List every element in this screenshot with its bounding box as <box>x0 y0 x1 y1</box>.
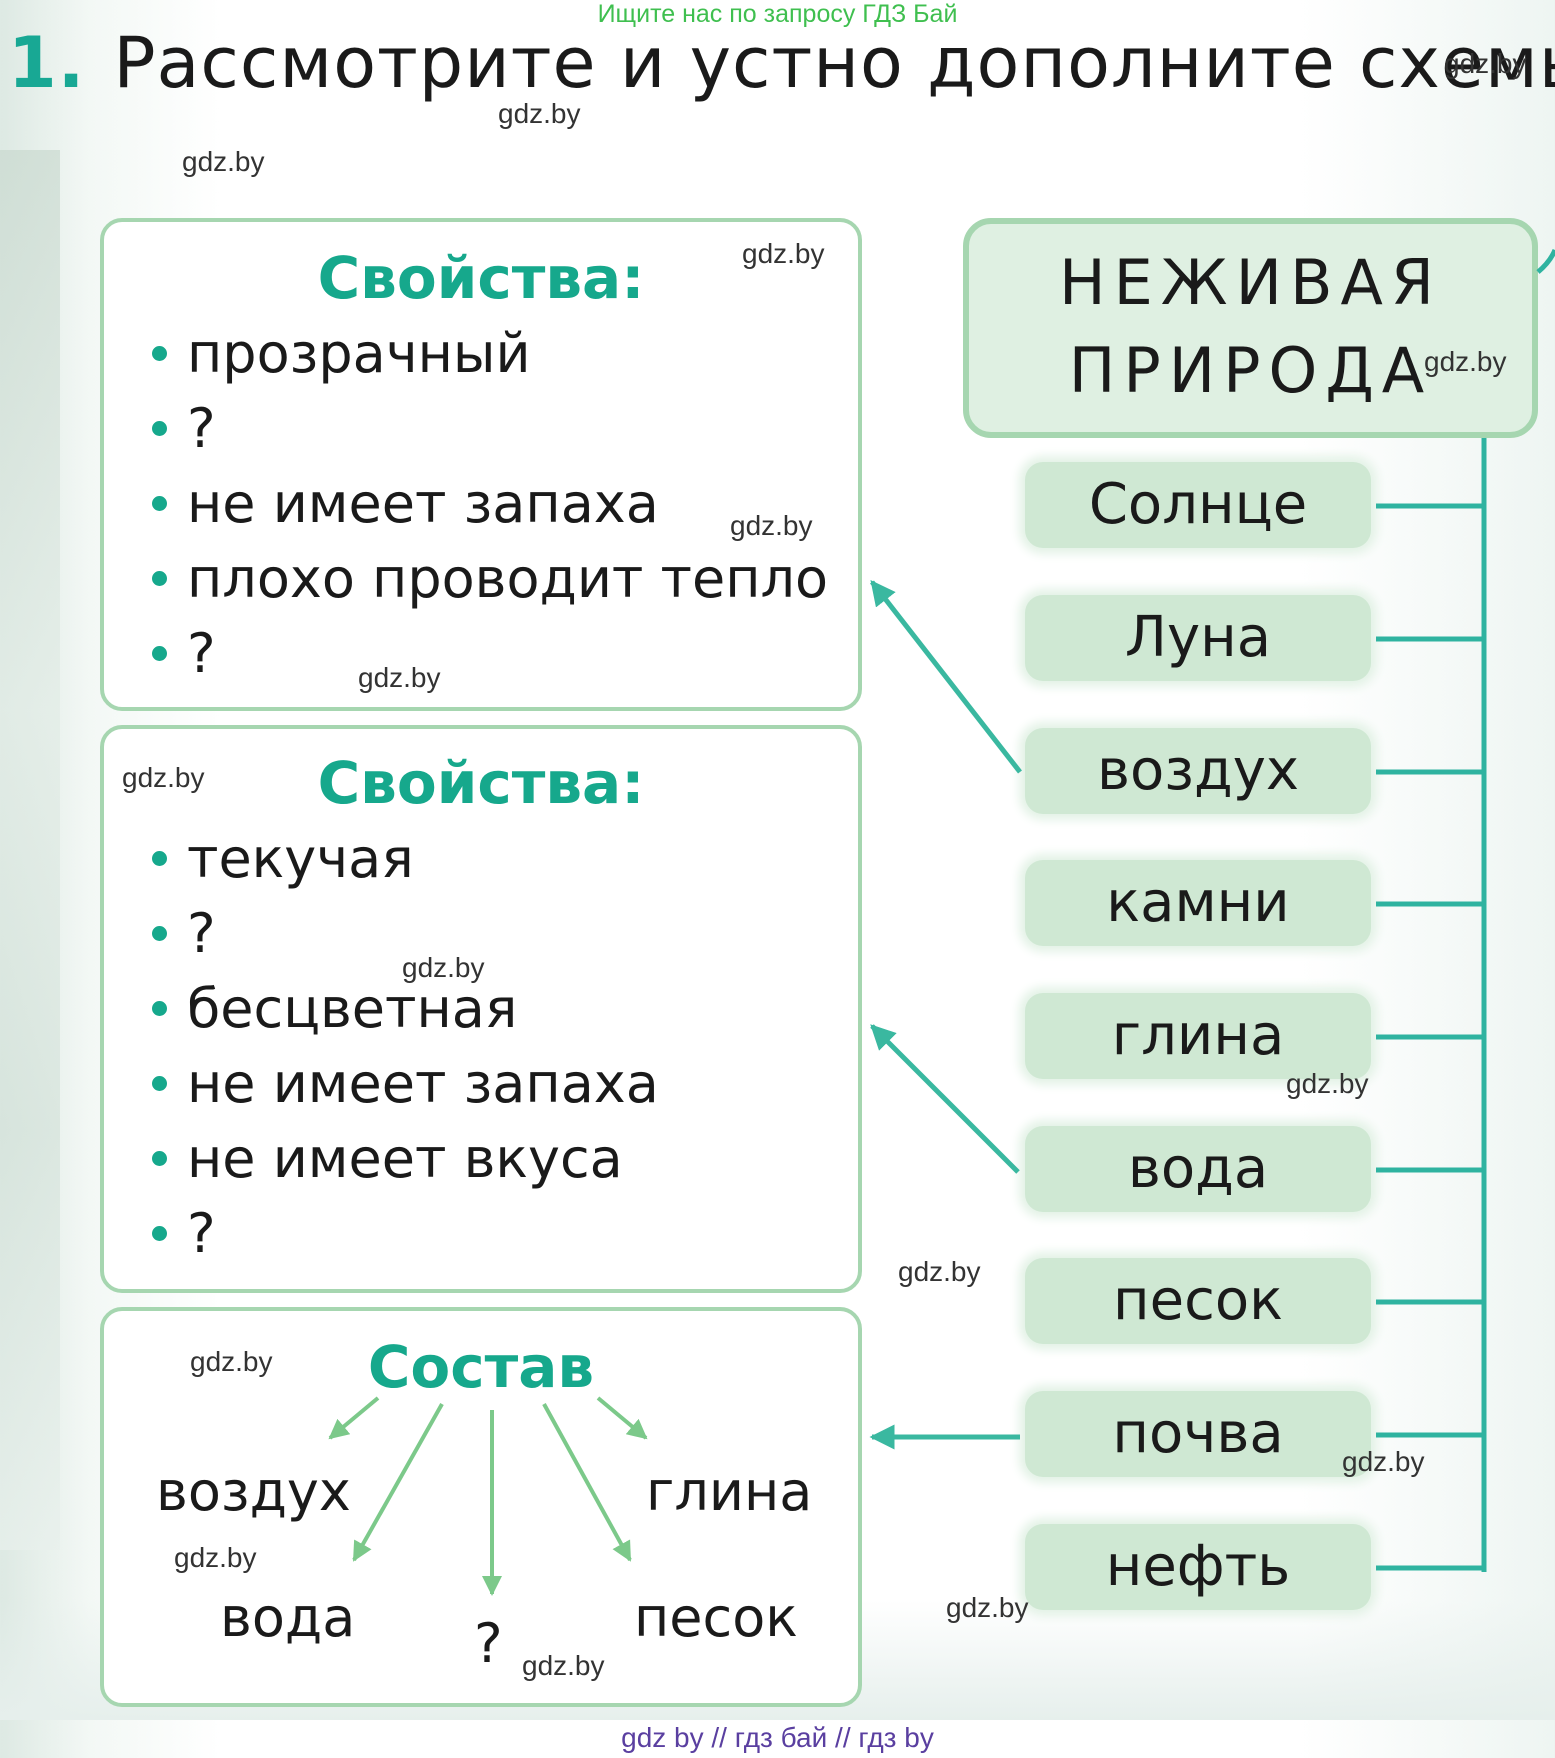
property-text: не имеет запаха <box>187 472 659 535</box>
exercise-title: 1. Рассмотрите и устно дополните схемы. <box>8 22 1555 104</box>
property-item: ? <box>152 616 828 691</box>
properties-panel-air: Свойства: прозрачный ? не имеет запаха п… <box>100 218 862 711</box>
composition-arrow-clay <box>596 1396 648 1440</box>
watermark: gdz.by <box>182 146 265 177</box>
bullet-icon <box>152 1000 167 1016</box>
properties-panel-water: Свойства: текучая ? бесцветная не имеет … <box>100 725 862 1293</box>
property-text: ? <box>187 902 216 965</box>
watermark: gdz.by <box>522 1650 605 1681</box>
bullet-icon <box>152 420 167 436</box>
exercise-instruction: Рассмотрите и устно дополните схемы. <box>113 22 1555 104</box>
arrow-air-to-panel <box>870 580 1022 774</box>
bullet-icon <box>152 850 167 866</box>
property-item: ? <box>152 1196 659 1271</box>
watermark: gdz.by <box>190 1346 273 1377</box>
property-item: прозрачный <box>152 316 828 391</box>
composition-item-sand: песок <box>634 1586 798 1649</box>
bullet-icon <box>152 495 167 511</box>
panel-heading: Свойства: <box>317 244 645 312</box>
composition-panel-soil: Состав <box>100 1307 862 1707</box>
property-item: не имеет запаха <box>152 1046 659 1121</box>
property-item: текучая <box>152 821 659 896</box>
property-text: ? <box>187 397 216 460</box>
arrow-water-to-panel <box>870 1024 1020 1174</box>
property-text: не имеет запаха <box>187 1052 659 1115</box>
watermark: gdz.by <box>742 238 825 269</box>
top-banner[interactable]: Ищите нас по запросу ГДЗ Бай <box>597 0 958 28</box>
property-text: текучая <box>187 827 414 890</box>
item-clay: глина <box>1025 993 1371 1079</box>
property-text: бесцветная <box>187 977 518 1040</box>
watermark: gdz.by <box>1342 1446 1425 1477</box>
header-line-2: ПРИРОДА <box>1068 334 1433 407</box>
property-text: прозрачный <box>187 322 531 385</box>
watermark: gdz.by <box>1444 48 1527 79</box>
item-stones: камни <box>1025 860 1371 946</box>
properties-list: прозрачный ? не имеет запаха плохо прово… <box>152 316 828 691</box>
item-air: воздух <box>1025 728 1371 814</box>
watermark: gdz.by <box>1424 346 1507 377</box>
trunk-curl <box>1536 248 1555 274</box>
exercise-number: 1. <box>8 22 86 104</box>
item-moon: Луна <box>1025 595 1371 681</box>
watermark: gdz.by <box>174 1542 257 1573</box>
composition-item-unknown: ? <box>474 1612 503 1675</box>
watermark: gdz.by <box>358 662 441 693</box>
bullet-icon <box>152 645 167 661</box>
item-soil: почва <box>1025 1391 1371 1477</box>
composition-item-clay: глина <box>646 1460 813 1523</box>
header-inanimate-nature: НЕЖИВАЯ ПРИРОДА <box>963 218 1538 438</box>
property-item: не имеет запаха <box>152 466 828 541</box>
watermark: gdz.by <box>946 1592 1029 1623</box>
composition-arrow-water <box>352 1403 444 1562</box>
watermark: gdz.by <box>730 510 813 541</box>
watermark: gdz.by <box>898 1256 981 1287</box>
panel-heading: Состав <box>367 1333 595 1401</box>
property-item: бесцветная <box>152 971 659 1046</box>
panel-heading: Свойства: <box>317 749 645 817</box>
composition-item-air: воздух <box>156 1460 351 1523</box>
background-tree-decoration <box>0 150 60 1550</box>
item-sand: песок <box>1025 1258 1371 1344</box>
bullet-icon <box>152 345 167 361</box>
property-text: ? <box>187 1202 216 1265</box>
footer-links[interactable]: gdz by // гдз бай // гдз by <box>621 1722 934 1753</box>
property-item: ? <box>152 391 828 466</box>
property-text: плохо проводит тепло <box>187 547 829 610</box>
property-text: не имеет вкуса <box>187 1127 623 1190</box>
property-item: не имеет вкуса <box>152 1121 659 1196</box>
bullet-icon <box>152 1075 167 1091</box>
bullet-icon <box>152 1225 167 1241</box>
watermark: gdz.by <box>1286 1068 1369 1099</box>
bullet-icon <box>152 570 167 586</box>
bullet-icon <box>152 925 167 941</box>
properties-list: текучая ? бесцветная не имеет запаха не … <box>152 821 659 1271</box>
property-item: ? <box>152 896 659 971</box>
watermark: gdz.by <box>498 98 581 129</box>
composition-arrow-air <box>328 1396 380 1440</box>
property-item: плохо проводит тепло <box>152 541 828 616</box>
item-oil: нефть <box>1025 1524 1371 1610</box>
bullet-icon <box>152 1150 167 1166</box>
watermark: gdz.by <box>402 952 485 983</box>
composition-arrow-sand <box>542 1403 632 1562</box>
header-line-1: НЕЖИВАЯ <box>1059 246 1442 319</box>
item-water: вода <box>1025 1126 1371 1212</box>
item-sun: Солнце <box>1025 462 1371 548</box>
composition-item-water: вода <box>220 1586 356 1649</box>
property-text: ? <box>187 622 216 685</box>
watermark: gdz.by <box>122 762 205 793</box>
